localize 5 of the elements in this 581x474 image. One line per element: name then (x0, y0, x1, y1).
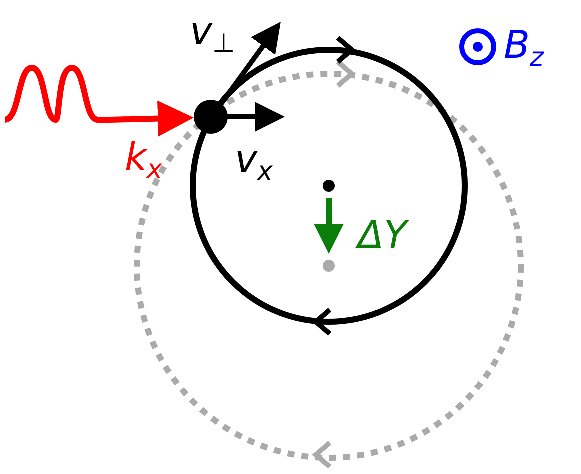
symbol-label: ΔY (358, 216, 408, 254)
symbol-label: B$_{z}$ (504, 26, 544, 71)
symbol-label: v$_{x}$ (235, 140, 273, 185)
symbol-label: v$_{⊥}$ (190, 12, 236, 57)
symbol-label: k$_{x}$ (125, 138, 162, 183)
